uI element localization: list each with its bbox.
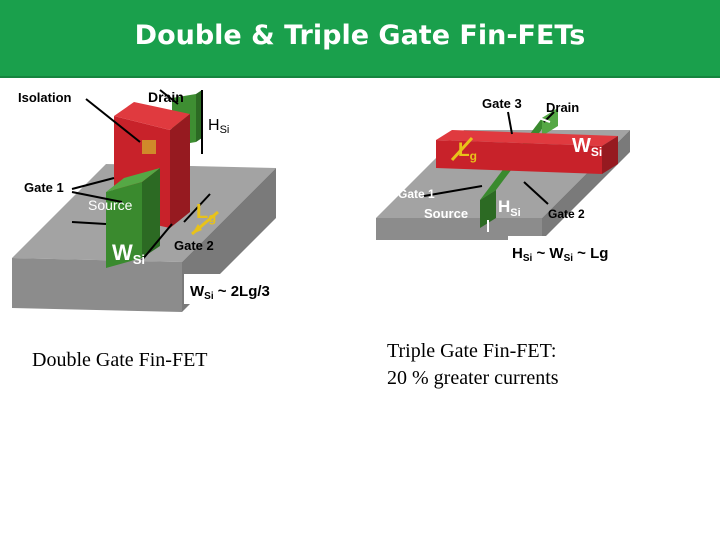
double-gate-finfet-diagram: Isolation Drain HSi Gate 1 Source Lg WSi… xyxy=(12,89,300,312)
double-gate-caption-text: Double Gate Fin‑FET xyxy=(32,349,208,371)
double-gate-caption: Double Gate Fin‑FET xyxy=(32,347,208,374)
formula-box xyxy=(184,274,300,304)
formula-text: WSi ~ 2Lg/3 xyxy=(190,283,270,302)
gate1-label: Gate 1 xyxy=(398,187,435,201)
isolation-marker xyxy=(142,140,156,154)
formula-text: HSi ~ WSi ~ Lg xyxy=(512,245,608,264)
gate-bar-side xyxy=(602,136,618,174)
triple-gate-finfet-diagram: Gate 3 Drain WSi Lg Gate 1 Source HSi Ga… xyxy=(376,96,640,268)
gate2-label: Gate 2 xyxy=(548,207,585,221)
w-si-label: WSi xyxy=(572,135,602,159)
formula-box xyxy=(508,236,640,268)
h-si-label: HSi xyxy=(208,117,229,136)
substrate-front xyxy=(12,258,182,312)
gate3-label: Gate 3 xyxy=(482,96,522,111)
annotation-arrows xyxy=(71,89,211,261)
annotation-arrows xyxy=(423,111,555,205)
gate-block-side xyxy=(170,114,190,228)
slide-title: Double & Triple Gate Fin-FETs xyxy=(134,20,586,51)
isolation-label: Isolation xyxy=(18,90,72,105)
triple-gate-caption: Triple Gate Fin‑FET: 20 % greater curren… xyxy=(387,338,559,392)
triple-gate-caption-line1: Triple Gate Fin‑FET: xyxy=(387,340,557,362)
drain-label: Drain xyxy=(148,89,184,105)
h-si-label: HSi xyxy=(498,197,521,219)
gate-bar-top xyxy=(436,130,618,146)
drain-label: Drain xyxy=(546,100,579,115)
source-label: Source xyxy=(88,197,133,213)
triple-gate-caption-line2: 20 % greater currents xyxy=(387,367,559,389)
w-si-label: WSi xyxy=(112,240,145,267)
substrate-front xyxy=(376,218,542,240)
gate-block-top xyxy=(114,102,190,130)
gate-bar-front xyxy=(436,140,602,174)
lg-label: Lg xyxy=(196,201,216,225)
source-fin xyxy=(106,182,142,268)
lg-label: Lg xyxy=(458,140,477,163)
gate2-label: Gate 2 xyxy=(174,238,214,253)
title-bar: Double & Triple Gate Fin-FETs xyxy=(0,0,720,78)
source-label: Source xyxy=(424,206,468,221)
gate1-label: Gate 1 xyxy=(24,180,64,195)
